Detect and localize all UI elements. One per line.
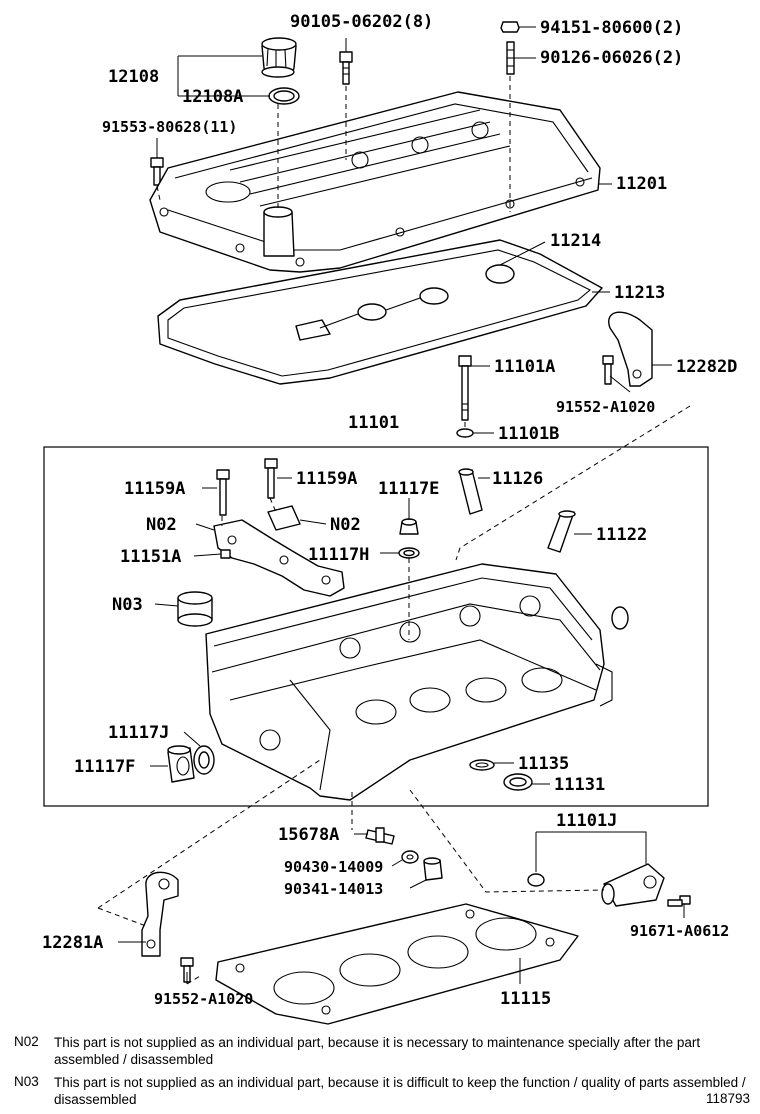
seal-11131[interactable]: [503, 773, 533, 791]
cylinder-head-cover[interactable]: [149, 91, 601, 273]
guide-11122[interactable]: [547, 510, 576, 553]
camshaft-bearing-cap[interactable]: [213, 505, 345, 597]
note-n03: N03 This part is not supplied as an indi…: [14, 1074, 754, 1108]
o-ring-11101J[interactable]: [527, 873, 545, 887]
label-11126: 11126: [492, 469, 543, 489]
label-11117J: 11117J: [108, 723, 169, 743]
gasket-90430[interactable]: [401, 850, 419, 864]
label-15678A: 15678A: [278, 825, 339, 845]
label-11117H: 11117H: [308, 545, 369, 565]
knock-pin[interactable]: [220, 549, 231, 559]
label-11159A-right: 11159A: [296, 469, 357, 489]
spark-plug-tube-gaskets[interactable]: [295, 264, 515, 341]
label-11135: 11135: [518, 754, 569, 774]
leader-lines: [118, 26, 685, 984]
oil-filler-cap[interactable]: [261, 37, 297, 78]
figure-number: 118793: [705, 1091, 750, 1106]
label-90126: 90126-06026(2): [540, 48, 683, 68]
plug-90341[interactable]: [423, 857, 443, 881]
label-11115: 11115: [500, 989, 551, 1009]
cylinder-head[interactable]: [205, 563, 629, 801]
bearing-cap-bolt-left[interactable]: [216, 469, 230, 516]
valve-guide-11126[interactable]: [458, 468, 483, 515]
label-11101B: 11101B: [498, 424, 559, 444]
footnotes: N02 This part is not supplied as an indi…: [14, 1034, 754, 1114]
label-11122: 11122: [596, 525, 647, 545]
union-15678A[interactable]: [365, 827, 395, 845]
plug-gasket-11117H[interactable]: [398, 547, 420, 559]
head-bolt[interactable]: [458, 355, 472, 421]
label-12108A: 12108A: [182, 87, 243, 107]
camshaft-timing-valve[interactable]: [601, 863, 665, 907]
label-N02-left: N02: [146, 515, 177, 535]
engine-hanger-top[interactable]: [608, 311, 653, 387]
label-11159A-left: 11159A: [124, 479, 185, 499]
assembly-dashed-lines: [97, 76, 691, 985]
label-90105: 90105-06202(8): [290, 12, 433, 32]
label-11213: 11213: [614, 283, 665, 303]
label-90430: 90430-14009: [284, 858, 383, 876]
label-11101A: 11101A: [494, 357, 555, 377]
plug-11117F[interactable]: [167, 745, 195, 783]
label-11101: 11101: [348, 413, 399, 433]
gasket-11135[interactable]: [469, 759, 495, 771]
nut-94151[interactable]: [500, 21, 520, 33]
label-11117F: 11117F: [74, 757, 135, 777]
note-text: This part is not supplied as an individu…: [54, 1075, 746, 1107]
label-N03: N03: [112, 595, 143, 615]
note-text: This part is not supplied as an individu…: [54, 1035, 701, 1067]
bearing-cap-bolt-right[interactable]: [264, 458, 278, 499]
bolt-90105[interactable]: [339, 51, 353, 85]
label-11201: 11201: [616, 174, 667, 194]
label-11151A: 11151A: [120, 547, 181, 567]
label-11101J: 11101J: [556, 811, 617, 831]
head-bolt-washer[interactable]: [456, 428, 474, 438]
stud-90126[interactable]: [506, 41, 515, 75]
bolt-91671[interactable]: [667, 895, 691, 907]
cylinder-head-gasket[interactable]: [215, 903, 579, 1025]
label-11117E: 11117E: [378, 479, 439, 499]
label-91552-bottom: 91552-A1020: [154, 990, 253, 1008]
note-code: N03: [14, 1074, 39, 1089]
label-11131: 11131: [554, 775, 605, 795]
label-12108: 12108: [108, 67, 159, 87]
oil-filler-cap-gasket[interactable]: [268, 87, 300, 105]
label-94151: 94151-80600(2): [540, 18, 683, 38]
note-code: N02: [14, 1034, 39, 1049]
n03-part[interactable]: [177, 591, 213, 627]
plug-11117E[interactable]: [399, 518, 419, 535]
bolt-91552-top[interactable]: [602, 355, 614, 385]
label-91671: 91671-A0612: [630, 922, 729, 940]
cylinder-head-group-box: [43, 446, 709, 807]
label-91552-top: 91552-A1020: [556, 398, 655, 416]
label-N02-right: N02: [330, 515, 361, 535]
label-12282D: 12282D: [676, 357, 737, 377]
engine-hanger-bottom[interactable]: [141, 871, 179, 957]
label-90341: 90341-14013: [284, 880, 383, 898]
note-n02: N02 This part is not supplied as an indi…: [14, 1034, 754, 1068]
label-11214: 11214: [550, 231, 601, 251]
label-91553: 91553-80628(11): [102, 118, 237, 136]
label-12281A: 12281A: [42, 933, 103, 953]
plug-gasket-11117J[interactable]: [193, 745, 215, 775]
